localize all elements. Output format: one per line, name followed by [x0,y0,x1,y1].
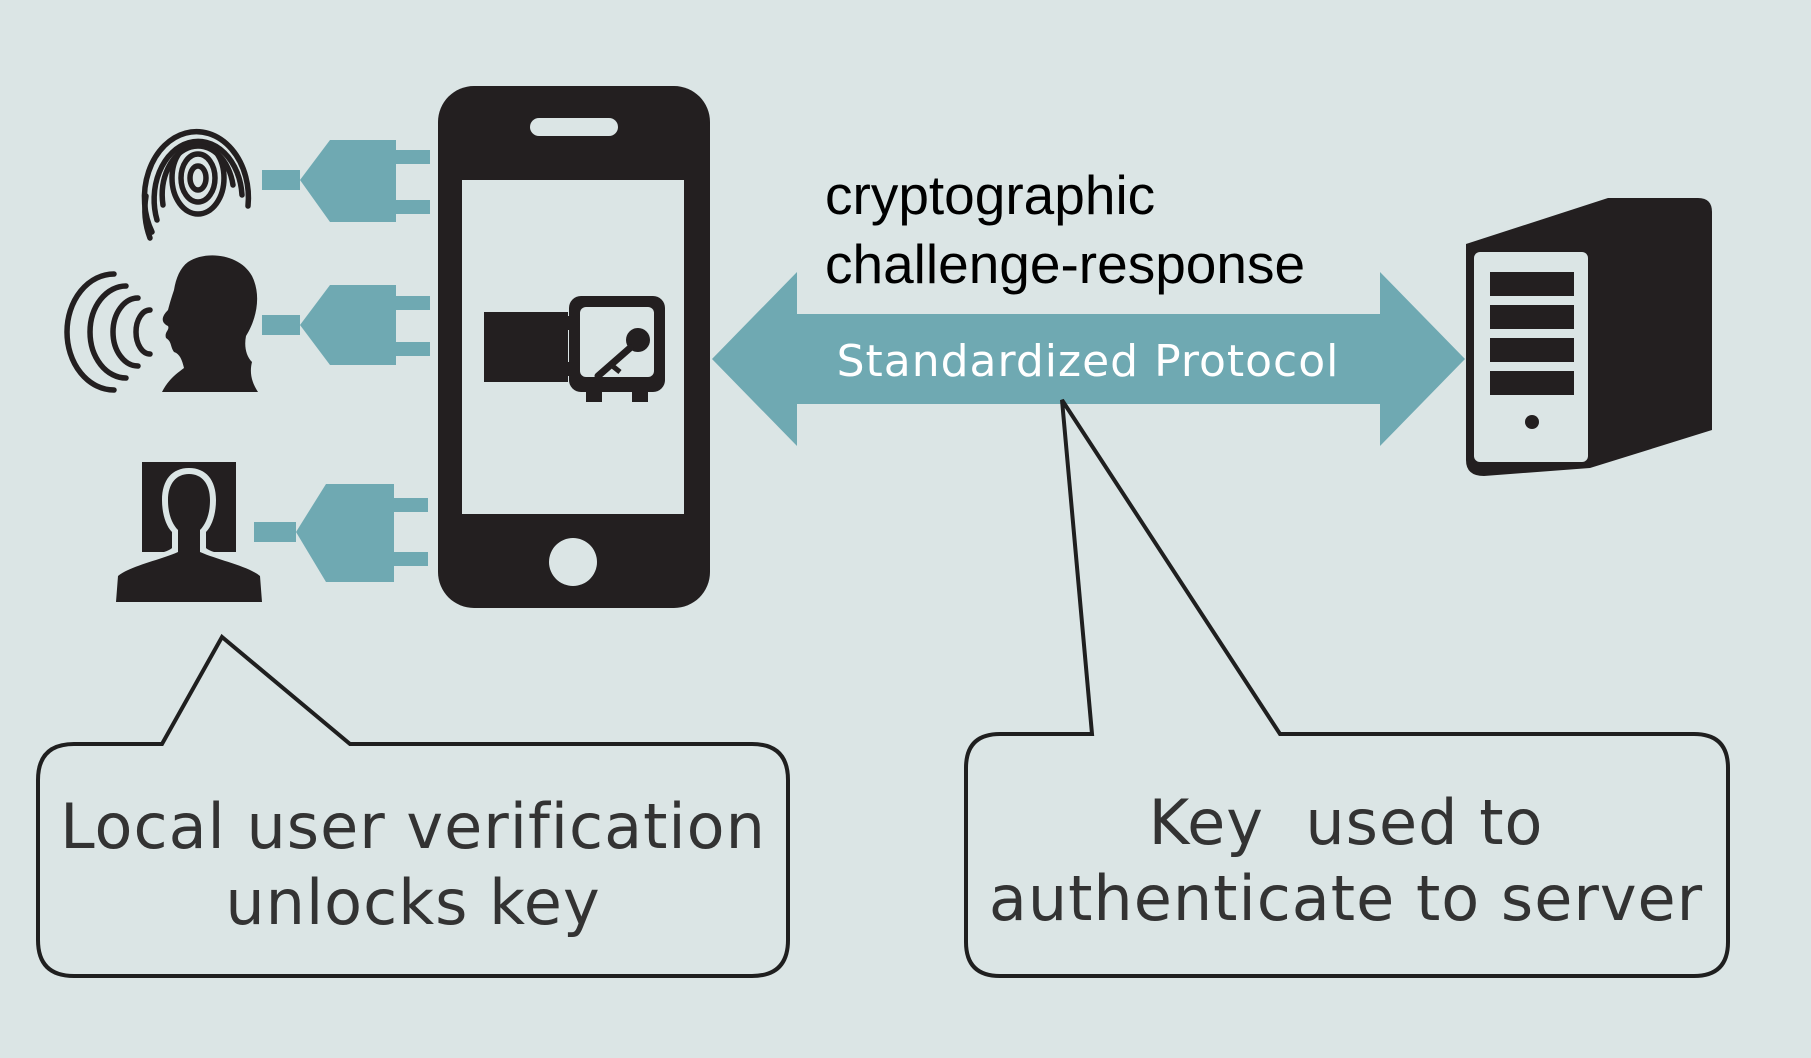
speaking-head-silhouette [162,255,258,392]
phone-speaker [530,118,618,136]
right-callout-line1: Key used to [1149,786,1544,859]
phone-home-button [549,538,597,586]
safe-door [484,312,568,382]
right-callout-bubble [964,398,1730,978]
plug-icon [254,484,428,582]
face-recognition-icon [116,462,262,602]
left-callout-bubble [36,633,790,978]
plug-icon [262,285,430,365]
server-icon [1466,198,1712,476]
protocol-label: Standardized Protocol [837,336,1340,387]
double-arrow-icon [712,272,1465,446]
voice-speaking-icon [64,255,258,393]
right-callout-line2: authenticate to server [989,862,1703,935]
left-callout-line2: unlocks key [225,866,600,939]
server-power-light [1525,415,1539,429]
crypto-label-line2: challenge-response [825,233,1305,295]
left-callout-line1: Local user verification [60,790,766,863]
crypto-label-line1: cryptographic [825,164,1155,226]
fingerprint-icon [141,128,252,241]
key-safe-icon [484,296,665,402]
plug-icon [262,140,430,222]
face-silhouette [116,474,262,602]
sound-waves-icon [64,271,153,393]
